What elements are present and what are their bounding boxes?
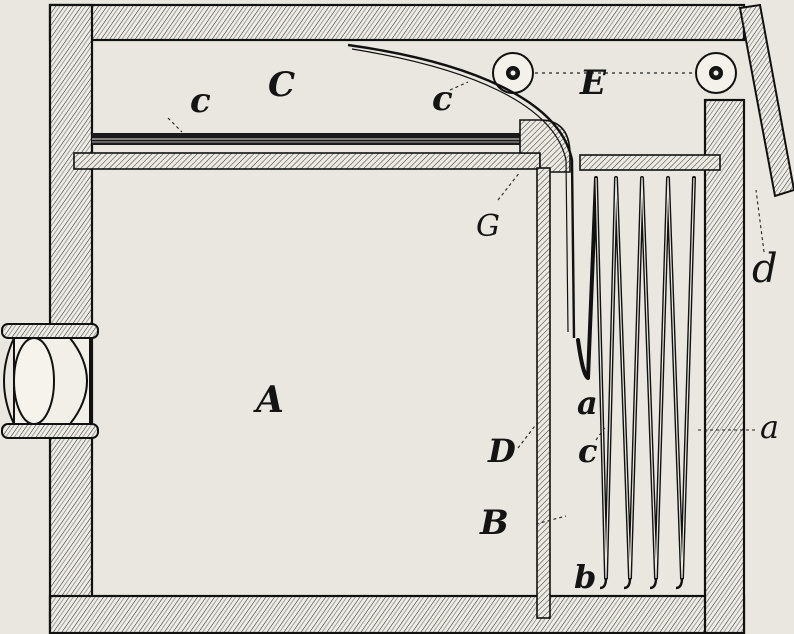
label-c-top-left: c [190, 81, 211, 121]
lens-flange-bottom [1, 423, 99, 439]
guide-block-g [519, 119, 571, 173]
label-A: A [253, 379, 284, 421]
partition-d [536, 167, 551, 619]
film-strip-c [347, 43, 576, 339]
label-d-right: d [752, 246, 778, 292]
lens-assembly [1, 323, 99, 439]
lens-glass [13, 337, 55, 425]
label-C: C [268, 65, 295, 105]
frame-inner-lines [92, 39, 705, 597]
label-a-right: a [760, 408, 779, 446]
folded-film-inner [595, 177, 695, 579]
label-c-mid: c [578, 432, 597, 470]
film-hooks [599, 577, 684, 590]
lid-d [738, 3, 794, 198]
label-B: B [479, 503, 509, 543]
film-shelf [73, 133, 541, 170]
leader-lines [167, 81, 765, 525]
lens-flange-top [1, 323, 99, 339]
label-G: G [476, 209, 500, 244]
label-D: D [487, 432, 516, 470]
label-E: E [579, 63, 607, 103]
rollers-e [492, 52, 737, 94]
label-a-mid: a [577, 384, 598, 422]
frame-right-wall [703, 98, 746, 634]
chamber-shelf [579, 154, 721, 171]
frame-left-wall [48, 3, 94, 634]
frame-bottom-wall [48, 594, 746, 634]
label-c-top-mid: c [432, 79, 453, 119]
labels: c C c E G d a A c D a B b [190, 63, 779, 596]
label-b-bottom: b [574, 558, 596, 596]
frame-top-wall [48, 3, 746, 42]
